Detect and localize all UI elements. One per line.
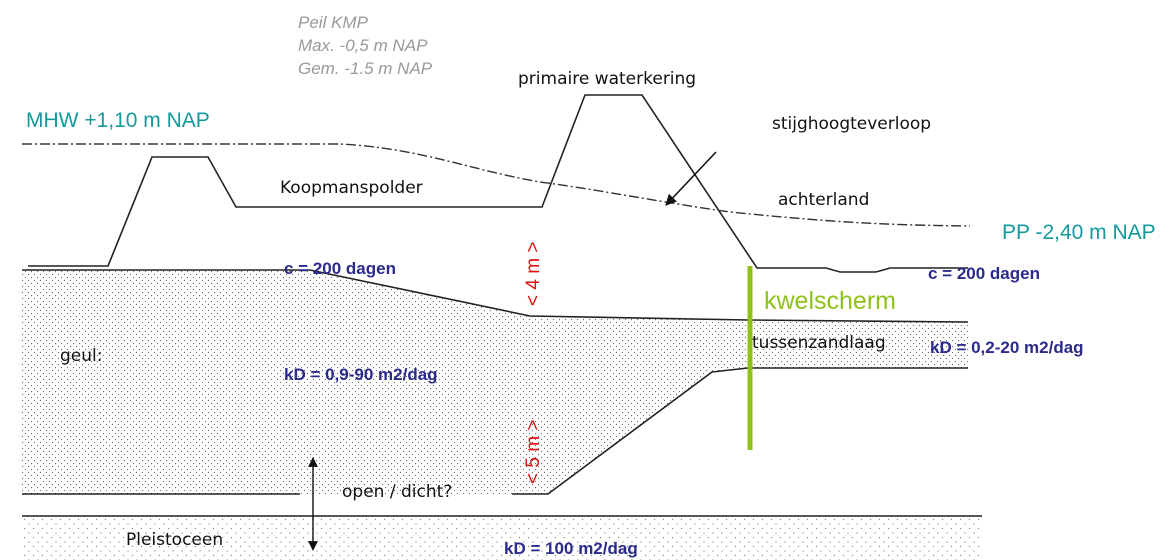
koopmanspolder-label: Koopmanspolder xyxy=(280,178,423,198)
pleistoceen-layer xyxy=(22,516,982,560)
geul-top-boundary xyxy=(22,269,969,323)
dimension-upper-4m: < 4 m > xyxy=(523,241,544,306)
dimension-lower-5m: < 5 m > xyxy=(523,419,544,484)
peil-max: Max. -0,5 m NAP xyxy=(298,36,428,55)
pleistoceen-label: Pleistoceen xyxy=(126,530,224,550)
kwelscherm-label: kwelscherm xyxy=(764,287,896,315)
primaire-waterkering-label: primaire waterkering xyxy=(518,69,697,89)
open-dicht-label: open / dicht? xyxy=(342,482,453,502)
c-value-right: c = 200 dagen xyxy=(928,264,1040,283)
mhw-line xyxy=(22,143,971,227)
tussenzandlaag-layer xyxy=(748,320,968,368)
pp-level: PP -2,40 m NAP xyxy=(1002,221,1156,244)
peil-title: Peil KMP xyxy=(298,13,368,32)
kd-pleistoceen-value: kD = 100 m2/dag xyxy=(504,539,638,558)
peil-gem: Gem. -1.5 m NAP xyxy=(298,59,433,78)
stijghoogte-arrow xyxy=(665,151,717,206)
c-value-left: c = 200 dagen xyxy=(284,259,396,278)
tussenzandlaag-label: tussenzandlaag xyxy=(752,333,886,353)
stijghoogteverloop-label: stijghoogteverloop xyxy=(772,114,932,134)
geul-label: geul: xyxy=(60,346,103,366)
mhw-level: MHW +1,10 m NAP xyxy=(26,109,210,132)
surface-profile xyxy=(28,94,968,273)
achterland-label: achterland xyxy=(778,190,870,210)
geul-aquifer xyxy=(22,270,748,494)
kd-tussenzandlaag-value: kD = 0,2-20 m2/dag xyxy=(930,338,1084,357)
geul-bottom-right xyxy=(512,367,749,495)
kd-geul-value: kD = 0,9-90 m2/dag xyxy=(284,365,438,384)
